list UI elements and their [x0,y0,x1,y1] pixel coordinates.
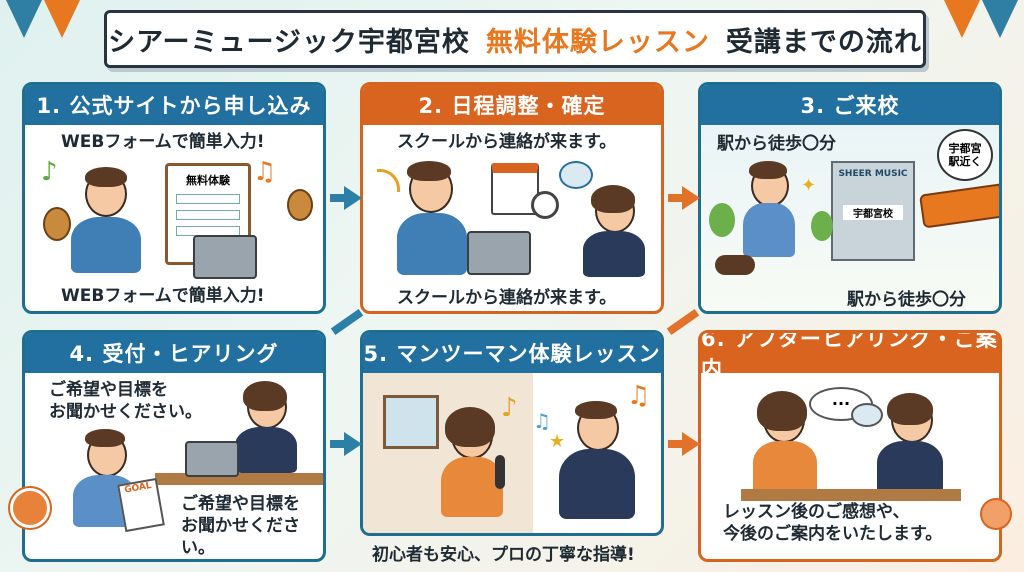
music-note-icon: ♫ [253,157,277,187]
guitar-icon [287,189,313,221]
step-1-text-top: WEBフォームで簡単入力! [61,132,265,152]
sparkle-icon: ✦ [801,175,817,196]
laptop-icon [185,441,239,477]
flower-icon [982,500,1010,528]
tree-icon [709,203,735,237]
step-4-title: 4. 受付・ヒアリング [25,333,323,373]
instrument-case-icon [715,255,755,275]
title-school: シアーミュージック宇都宮校 [108,26,470,58]
title-highlight: 無料体験レッスン [485,26,710,58]
step-3-title: 3. ご来校 [701,85,999,125]
person-body [71,217,141,273]
bunting-flag [982,0,1018,38]
person-hair [85,167,127,187]
building: SHEER MUSIC 宇都宮校 [831,161,915,261]
desk [155,473,323,485]
client-body [753,441,817,495]
person-hair [407,161,451,181]
building-label: 宇都宮校 [843,205,903,220]
speech-bubble: 宇都宮 駅近く [937,129,993,181]
mail-icon [559,161,593,189]
step-3-text-top: 駅から徒歩〇分 [717,134,836,154]
guitar-icon [43,207,71,241]
staff-hair [243,381,287,411]
student-body [441,457,503,517]
step-3-card: 3. ご来校 駅から徒歩〇分 宇都宮 駅近く SHEER MUSIC 宇都宮校 … [698,82,1002,314]
step-5-title: 5. マンツーマン体験レッスン [363,333,661,373]
flow-arrow-shaft [330,440,348,448]
person-body [397,213,467,275]
music-note-icon: ♪ [41,157,58,187]
step-6-card: 6. アフターヒアリング・ご案内 ... レッスン後のご感想や、 今後のご案内を… [698,330,1002,562]
teacher-hair [575,401,617,419]
bunting-flag [44,0,80,38]
flow-arrow-shaft [668,194,686,202]
step-5-card: 5. マンツーマン体験レッスン ♪ ♫ ♫ ★ [360,330,664,536]
step-2-text-bottom: スクールから連絡が来ます。 [397,288,617,308]
person-hair [749,161,787,179]
speech-bubble-small [851,403,883,427]
title-flow: 受講までの流れ [725,26,922,58]
music-note-icon: ♪ [501,393,518,423]
person-hair [85,429,125,447]
mirror [383,395,439,449]
speech-bubble-text: 宇都宮 駅近く [948,142,982,168]
staff-body [235,427,297,473]
bunting-flag [6,0,42,38]
step-2-text-top: スクールから連絡が来ます。 [397,132,617,152]
goal-sheet: GOAL [117,477,165,533]
page-title: シアーミュージック宇都宮校 無料体験レッスン 受講までの流れ [104,10,926,68]
flow-arrow-diagonal [330,308,364,336]
flow-arrow-icon [682,186,700,210]
teacher-body [559,449,635,519]
step-1-card: 1. 公式サイトから申し込み WEBフォームで簡単入力! ♪ ♫ 無料体験 WE… [22,82,326,314]
music-note-icon: ♫ [627,381,651,411]
flower-icon [10,488,50,528]
flow-arrow-icon [344,432,362,456]
star-icon: ★ [549,431,566,452]
step-5-text-bottom: 初心者も安心、プロの丁寧な指導! [372,545,635,565]
speech-bubble-text: ... [831,390,851,409]
client-hair [757,391,807,431]
flow-arrow-shaft [668,440,686,448]
step-3-text-bottom: 駅から徒歩〇分 [847,290,966,310]
staff-body [583,231,645,277]
person-body [743,203,795,257]
desk [741,489,961,501]
tree-icon [811,211,833,241]
step-4-text-top: ご希望や目標を お聞かせください。 [49,380,202,422]
music-note-icon: ♫ [533,409,551,433]
step-4-card: 4. 受付・ヒアリング ご希望や目標を お聞かせください。 GOAL ご希望や目… [22,330,326,562]
flow-arrow-diagonal [666,308,700,336]
step-2-card: 2. 日程調整・確定 スクールから連絡が来ます。 スクールから連絡が来ます。 [360,82,664,314]
step-1-text-bottom: WEBフォームで簡単入力! [61,286,265,306]
goal-label: GOAL [123,480,153,496]
phone-signal-icon [377,169,400,192]
bunting-flag [944,0,980,38]
flow-arrow-shaft [330,194,348,202]
microphone-icon [495,455,505,489]
clock-icon [531,191,559,219]
building-sign: SHEER MUSIC [838,169,908,179]
step-2-title: 2. 日程調整・確定 [363,85,661,125]
staff-body [877,441,943,495]
laptop-icon [467,231,531,275]
staff-hair [591,185,635,213]
staff-hair [887,393,933,425]
calendar-icon [491,163,539,215]
step-6-title: 6. アフターヒアリング・ご案内 [701,330,999,381]
student-hair [445,407,495,447]
flow-arrow-icon [682,432,700,456]
step-1-title: 1. 公式サイトから申し込み [25,85,323,125]
step-6-text-bottom: レッスン後のご感想や、 今後のご案内をいたします。 [723,502,943,544]
step-4-text-bottom: ご希望や目標を お聞かせください。 [181,494,300,558]
laptop-icon [193,235,257,279]
clipboard-label: 無料体験 [186,174,230,187]
flow-arrow-icon [344,186,362,210]
